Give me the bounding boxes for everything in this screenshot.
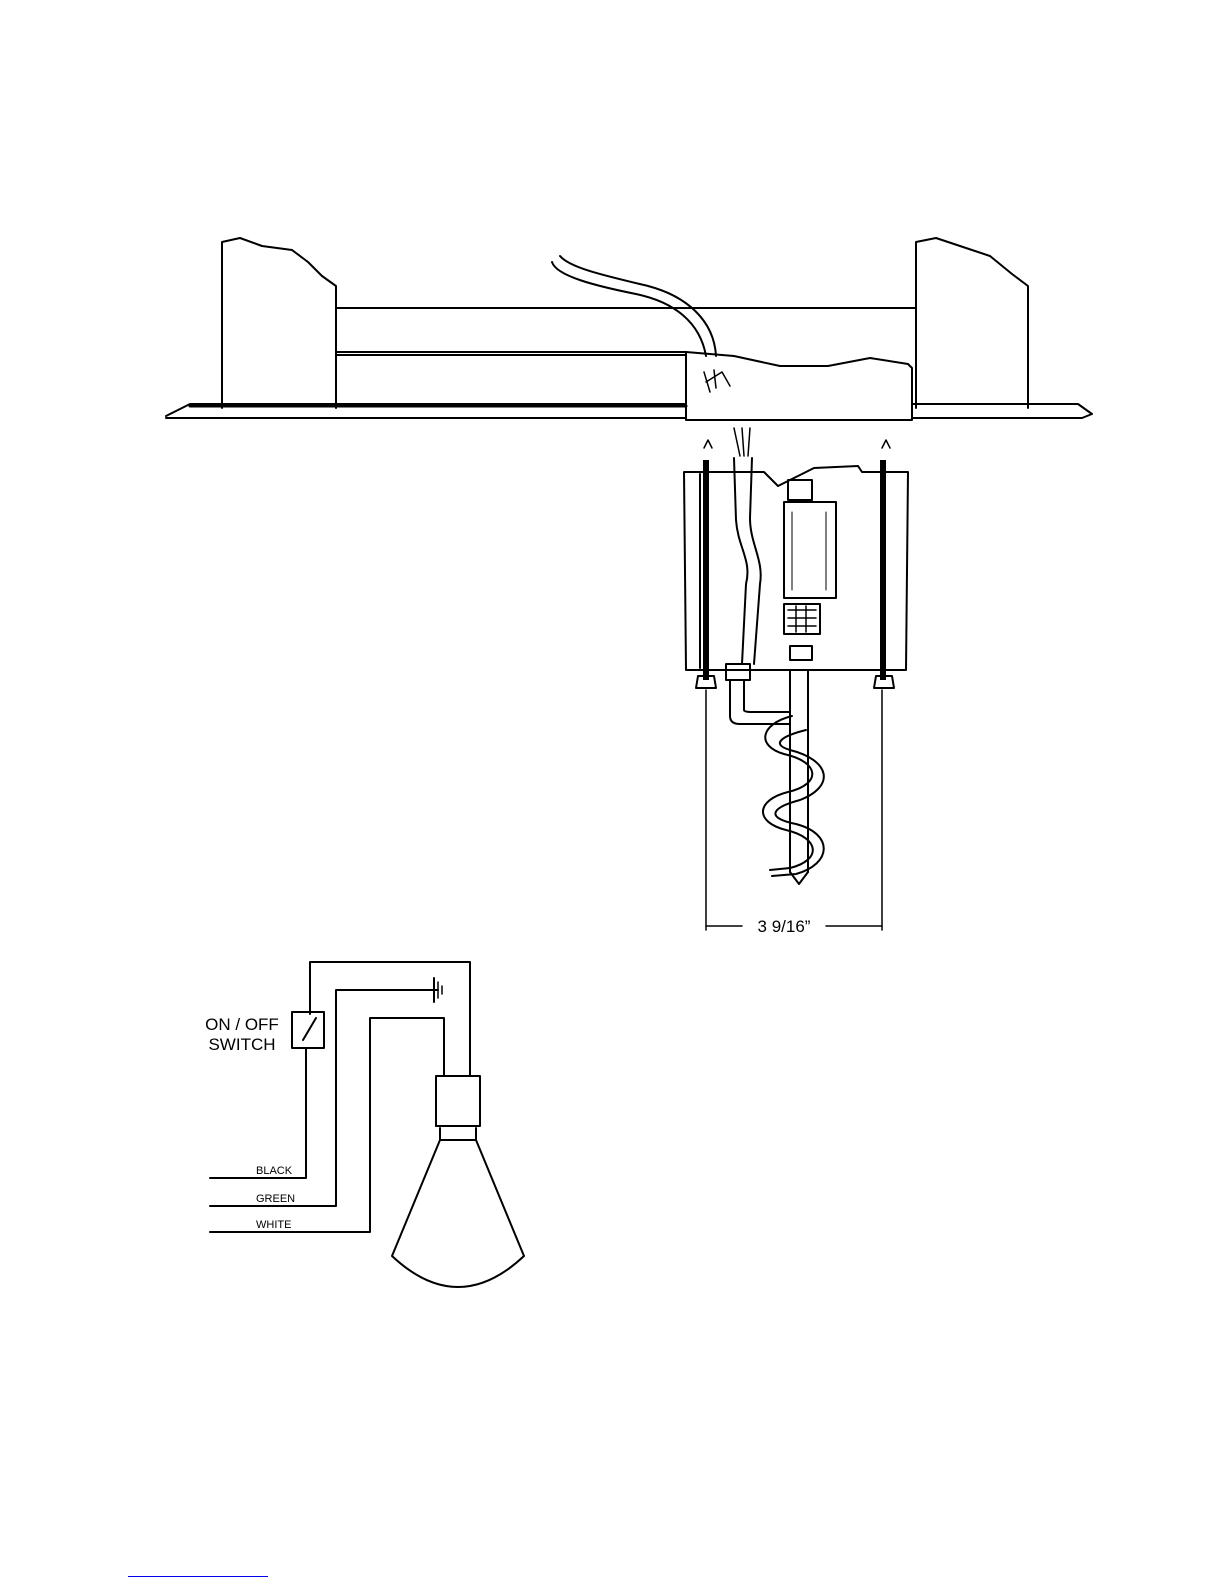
toggle-switch-icon: [292, 1012, 324, 1048]
wire-label-white: WHITE: [256, 1219, 291, 1231]
mounting-screw-left: [704, 440, 712, 448]
fixture-assembly: 3 9/16”: [684, 428, 908, 936]
ceiling-housing: [166, 238, 1092, 420]
dimension-label: 3 9/16”: [758, 917, 811, 936]
mounting-rod-right: [880, 460, 886, 680]
lamp-bulb-icon: [392, 1076, 524, 1287]
switch-label-line1: ON / OFF: [205, 1015, 279, 1034]
black-wire: [210, 1048, 306, 1178]
switch-label-line2: SWITCH: [208, 1035, 275, 1054]
mounting-rod-left: [703, 460, 709, 680]
wire-label-black: BLACK: [256, 1165, 293, 1177]
wire-label-green: GREEN: [256, 1193, 295, 1205]
footer-link-underline[interactable]: [128, 1576, 268, 1577]
wiring-schematic: ON / OFF SWITCH BLACK GREEN WHITE: [205, 962, 524, 1287]
terminal-block: [784, 604, 820, 634]
mounting-screw-right: [882, 440, 890, 448]
